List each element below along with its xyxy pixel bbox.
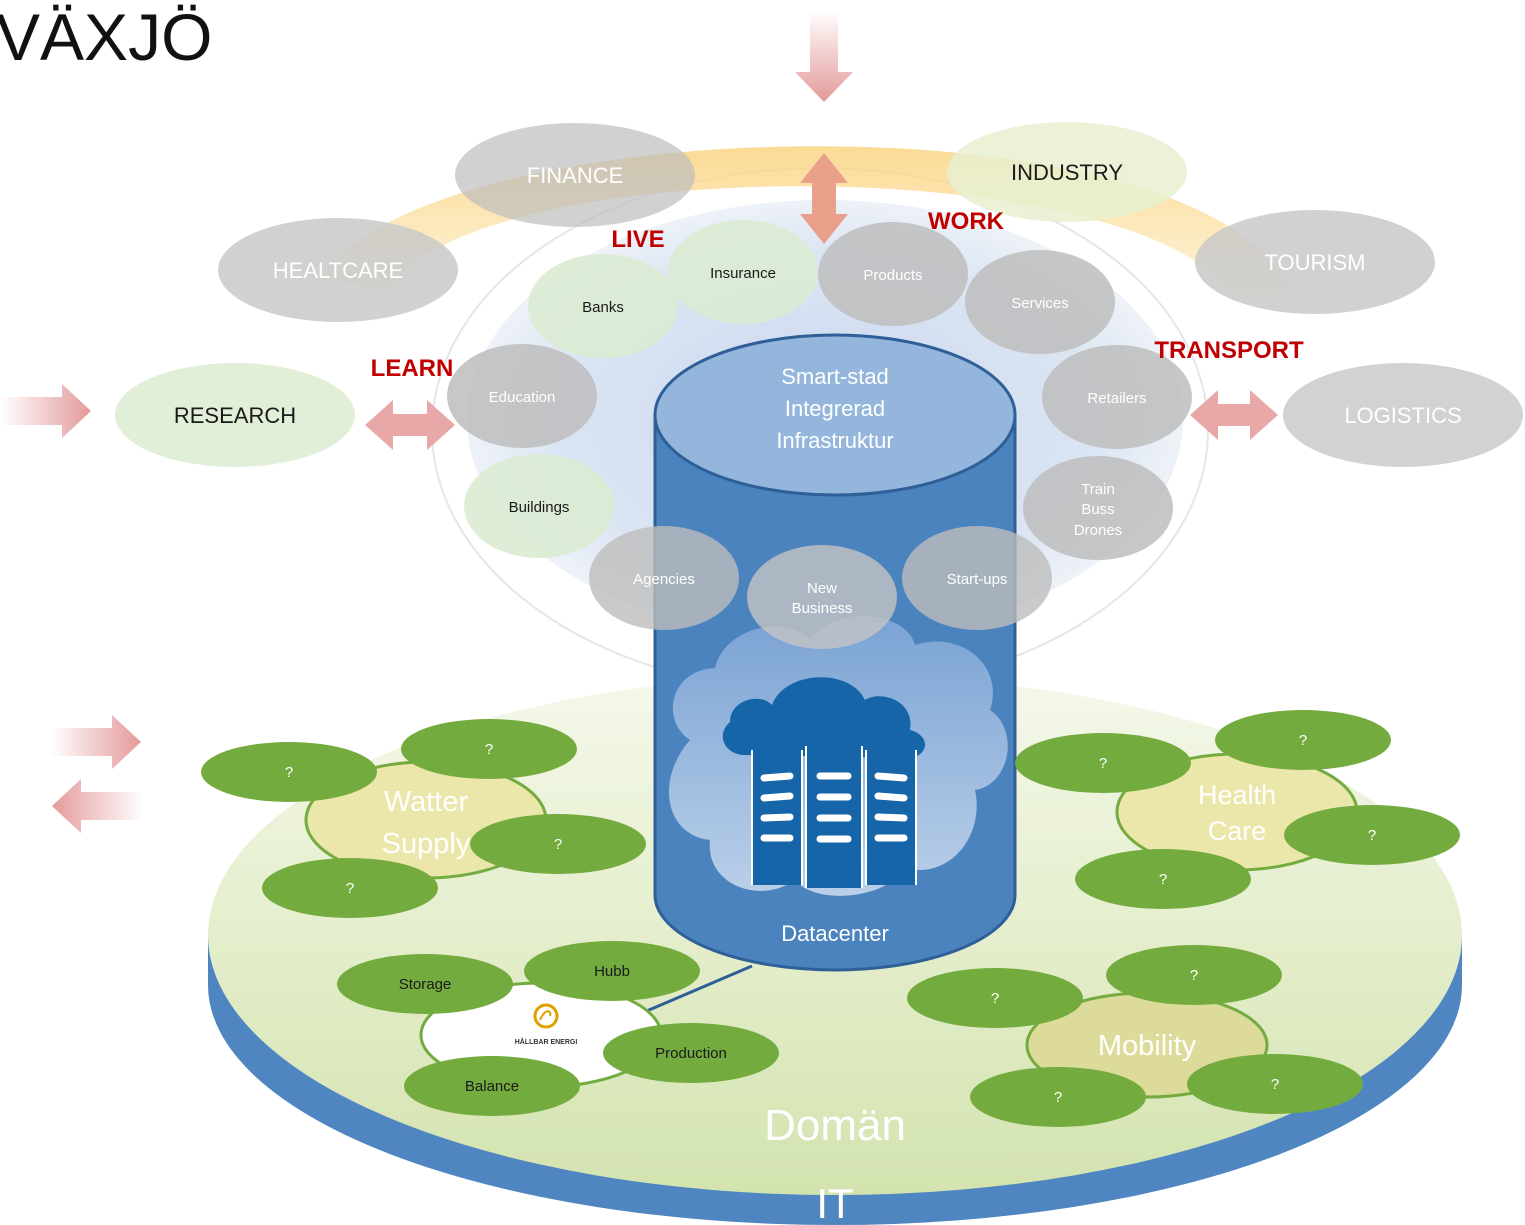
unknown-item: ? bbox=[1299, 732, 1307, 749]
cylinder-line-1: Smart-stad bbox=[781, 364, 889, 389]
arrow-right-icon bbox=[0, 384, 91, 438]
ring-new-business: New Business bbox=[747, 545, 897, 649]
arrow-right-icon bbox=[50, 715, 141, 769]
sector-healthcare: HEALTCARE bbox=[218, 218, 458, 322]
ring-education: Education bbox=[447, 344, 597, 448]
server-icon bbox=[722, 677, 925, 888]
unknown-item: ? bbox=[1159, 871, 1167, 888]
arrow-left-right-icon bbox=[1190, 390, 1278, 440]
ring-transit: Train Buss Drones bbox=[1023, 456, 1173, 560]
datacenter-label: Datacenter bbox=[781, 921, 889, 946]
energy-balance: Balance bbox=[465, 1078, 519, 1095]
energy-hubb: Hubb bbox=[594, 963, 630, 980]
unknown-item: ? bbox=[1190, 967, 1198, 984]
page-title: VÄXJÖ bbox=[0, 0, 212, 74]
ring-buildings: Buildings bbox=[464, 454, 614, 558]
ring-banks: Banks bbox=[528, 254, 678, 358]
arrow-left-right-icon bbox=[365, 400, 455, 450]
arrow-up-down-icon bbox=[800, 153, 848, 244]
svg-text:Banks: Banks bbox=[582, 299, 624, 316]
energy-logo-icon bbox=[533, 1003, 559, 1029]
svg-text:HEALTCARE: HEALTCARE bbox=[273, 258, 403, 283]
sector-tourism: TOURISM bbox=[1195, 210, 1435, 314]
domain-water-supply: Watter Supply ? ? ? ? bbox=[201, 719, 646, 918]
domain-mobility: Mobility ? ? ? ? bbox=[907, 945, 1363, 1127]
svg-text:Agencies: Agencies bbox=[633, 571, 695, 588]
svg-text:New: New bbox=[807, 580, 837, 597]
svg-text:Drones: Drones bbox=[1074, 522, 1122, 539]
cylinder-line-3: Infrastruktur bbox=[776, 428, 893, 453]
svg-text:Watter: Watter bbox=[384, 786, 469, 818]
domain-energy: HÅLLBAR ENERGI Storage Hubb Production B… bbox=[337, 941, 779, 1116]
activity-work: WORK bbox=[928, 208, 1005, 235]
arrow-left-icon bbox=[52, 779, 143, 833]
unknown-item: ? bbox=[346, 880, 354, 897]
unknown-item: ? bbox=[554, 836, 562, 853]
unknown-item: ? bbox=[1099, 755, 1107, 772]
svg-text:Education: Education bbox=[489, 389, 556, 406]
ring-services: Services bbox=[965, 250, 1115, 354]
ring-products: Products bbox=[818, 222, 968, 326]
svg-text:Buss: Buss bbox=[1081, 501, 1114, 518]
ring-agencies: Agencies bbox=[589, 526, 739, 630]
svg-text:Train: Train bbox=[1081, 481, 1115, 498]
svg-text:RESEARCH: RESEARCH bbox=[174, 403, 296, 428]
svg-text:Start-ups: Start-ups bbox=[947, 571, 1008, 588]
svg-text:Health: Health bbox=[1198, 780, 1276, 810]
svg-text:INDUSTRY: INDUSTRY bbox=[1011, 160, 1123, 185]
svg-text:LOGISTICS: LOGISTICS bbox=[1344, 403, 1461, 428]
arrow-down-icon bbox=[795, 10, 853, 102]
svg-text:TOURISM: TOURISM bbox=[1264, 250, 1365, 275]
activity-transport: TRANSPORT bbox=[1154, 337, 1304, 364]
datacenter-cylinder: Smart-stad Integrerad Infrastruktur bbox=[653, 333, 1017, 972]
sector-industry: INDUSTRY bbox=[947, 122, 1187, 222]
svg-text:Products: Products bbox=[863, 267, 922, 284]
svg-text:Insurance: Insurance bbox=[710, 265, 776, 282]
domain-health-care: Health Care ? ? ? ? bbox=[1015, 710, 1460, 909]
activity-learn: LEARN bbox=[371, 355, 454, 382]
unknown-item: ? bbox=[1271, 1076, 1279, 1093]
svg-text:Supply: Supply bbox=[382, 828, 471, 860]
unknown-item: ? bbox=[991, 990, 999, 1007]
sector-logistics: LOGISTICS bbox=[1283, 363, 1523, 467]
unknown-item: ? bbox=[485, 741, 493, 758]
ring-startups: Start-ups bbox=[902, 526, 1052, 630]
svg-text:FINANCE: FINANCE bbox=[527, 163, 624, 188]
unknown-item: ? bbox=[285, 764, 293, 781]
svg-text:Retailers: Retailers bbox=[1087, 390, 1146, 407]
ring-insurance: Insurance bbox=[668, 220, 818, 324]
sector-research: RESEARCH bbox=[115, 363, 355, 467]
svg-text:Business: Business bbox=[792, 600, 853, 617]
cylinder-line-2: Integrerad bbox=[785, 396, 885, 421]
activity-live: LIVE bbox=[611, 226, 664, 253]
unknown-item: ? bbox=[1368, 827, 1376, 844]
svg-text:Services: Services bbox=[1011, 295, 1069, 312]
energy-logo-text: HÅLLBAR ENERGI bbox=[515, 1037, 578, 1046]
it-label: IT bbox=[816, 1180, 853, 1225]
unknown-item: ? bbox=[1054, 1089, 1062, 1106]
domain-label: Domän bbox=[764, 1101, 906, 1150]
energy-storage: Storage bbox=[399, 976, 452, 993]
ring-retailers: Retailers bbox=[1042, 345, 1192, 449]
svg-text:Buildings: Buildings bbox=[509, 499, 570, 516]
sector-finance: FINANCE bbox=[455, 123, 695, 227]
svg-text:Care: Care bbox=[1208, 816, 1267, 846]
svg-text:Mobility: Mobility bbox=[1098, 1030, 1197, 1062]
energy-production: Production bbox=[655, 1045, 727, 1062]
